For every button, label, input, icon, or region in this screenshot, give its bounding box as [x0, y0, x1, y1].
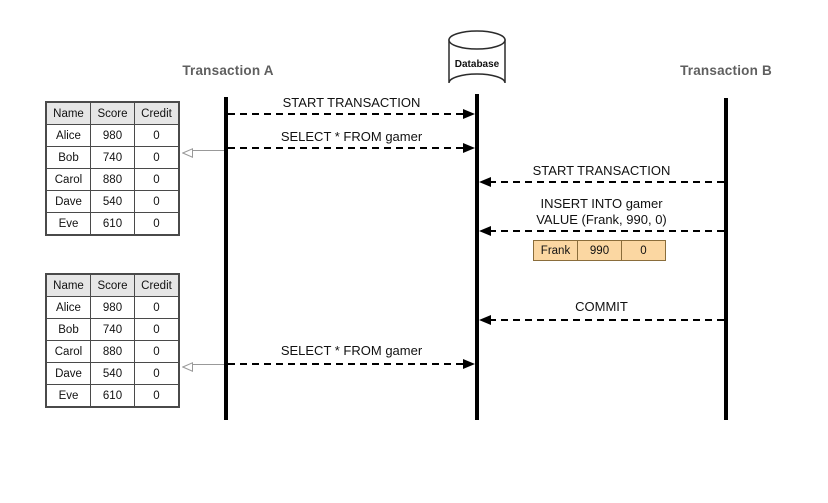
dashed-line [228, 147, 465, 149]
cell: Carol [45, 340, 91, 363]
table-row: Eve 610 0 [45, 212, 180, 236]
open-arrowhead-left-icon [181, 145, 193, 158]
arrowhead-right-icon [463, 359, 475, 369]
cell: Alice [45, 296, 91, 319]
cell: 880 [90, 168, 135, 191]
dashed-line [489, 319, 724, 321]
database-label: Database [454, 59, 500, 70]
cell: 740 [90, 318, 135, 341]
cell: 0 [134, 146, 180, 169]
message-label-start-transaction-b: START TRANSACTION [532, 163, 671, 178]
message-arrow-select-1 [228, 143, 475, 153]
table-row: Alice 980 0 [45, 124, 180, 147]
table-row: Dave 540 0 [45, 362, 180, 385]
table-row: Eve 610 0 [45, 384, 180, 408]
cell: Eve [45, 212, 91, 236]
lifeline-title-transaction-a: Transaction A [182, 63, 274, 78]
message-label-insert-line2: VALUE (Frank, 990, 0) [536, 212, 667, 227]
message-arrow-commit [479, 315, 724, 325]
table-row: Bob 740 0 [45, 318, 180, 341]
message-label-select-1: SELECT * FROM gamer [280, 129, 423, 144]
message-label-select-2: SELECT * FROM gamer [280, 343, 423, 358]
cell: Carol [45, 168, 91, 191]
table-row: Alice 980 0 [45, 296, 180, 319]
cell: 0 [134, 190, 180, 213]
cell: 0 [134, 212, 180, 236]
database-cylinder-icon: Database [448, 30, 506, 94]
cell: 0 [134, 124, 180, 147]
dashed-line [489, 230, 724, 232]
cell: 740 [90, 146, 135, 169]
cell: 0 [134, 296, 180, 319]
inserted-row-table: Frank 990 0 [533, 240, 666, 261]
cell: Bob [45, 146, 91, 169]
cell: 0 [134, 318, 180, 341]
arrowhead-left-icon [479, 315, 491, 325]
lifeline-transaction-b [724, 98, 728, 420]
cell: 980 [90, 296, 135, 319]
result-return-line-1 [192, 150, 224, 151]
cylinder-shape [448, 30, 506, 84]
lifeline-transaction-a [224, 97, 228, 420]
dashed-line [489, 181, 724, 183]
header-credit: Credit [134, 101, 180, 125]
cell: 540 [90, 190, 135, 213]
arrowhead-right-icon [463, 109, 475, 119]
message-arrow-start-transaction-b [479, 177, 724, 187]
cell: Dave [45, 190, 91, 213]
table-row: Carol 880 0 [45, 340, 180, 363]
open-arrowhead-left-icon [181, 359, 193, 372]
cell: Dave [45, 362, 91, 385]
header-name: Name [45, 273, 91, 297]
gamer-table-snapshot-2: Name Score Credit Alice 980 0 Bob 740 0 … [45, 273, 180, 408]
dashed-line [228, 113, 465, 115]
cell: 540 [90, 362, 135, 385]
cell: 610 [90, 212, 135, 236]
table-row: Dave 540 0 [45, 190, 180, 213]
cell: 980 [90, 124, 135, 147]
table-row: Bob 740 0 [45, 146, 180, 169]
cell: 0 [134, 362, 180, 385]
cell: 610 [90, 384, 135, 408]
cell: 880 [90, 340, 135, 363]
message-arrow-insert [479, 226, 724, 236]
cell-name: Frank [533, 240, 578, 261]
message-arrow-select-2 [228, 359, 475, 369]
table-header-row: Name Score Credit [45, 101, 180, 125]
header-credit: Credit [134, 273, 180, 297]
arrowhead-right-icon [463, 143, 475, 153]
table-header-row: Name Score Credit [45, 273, 180, 297]
header-score: Score [90, 273, 135, 297]
cell-credit: 0 [621, 240, 666, 261]
table-row: Frank 990 0 [533, 240, 666, 261]
cell: Alice [45, 124, 91, 147]
cell: Eve [45, 384, 91, 408]
cell-score: 990 [577, 240, 622, 261]
table-row: Carol 880 0 [45, 168, 180, 191]
cell: 0 [134, 168, 180, 191]
header-name: Name [45, 101, 91, 125]
message-label-start-transaction-a: START TRANSACTION [282, 95, 421, 110]
gamer-table-snapshot-1: Name Score Credit Alice 980 0 Bob 740 0 … [45, 101, 180, 236]
lifeline-title-transaction-b: Transaction B [680, 63, 772, 78]
message-label-commit: COMMIT [575, 299, 628, 314]
cell: 0 [134, 384, 180, 408]
header-score: Score [90, 101, 135, 125]
arrowhead-left-icon [479, 177, 491, 187]
message-label-insert-line1: INSERT INTO gamer [540, 196, 663, 211]
result-return-line-2 [192, 364, 224, 365]
message-arrow-start-transaction-a [228, 109, 475, 119]
arrowhead-left-icon [479, 226, 491, 236]
dashed-line [228, 363, 465, 365]
cell: Bob [45, 318, 91, 341]
cell: 0 [134, 340, 180, 363]
lifeline-database [475, 94, 479, 420]
